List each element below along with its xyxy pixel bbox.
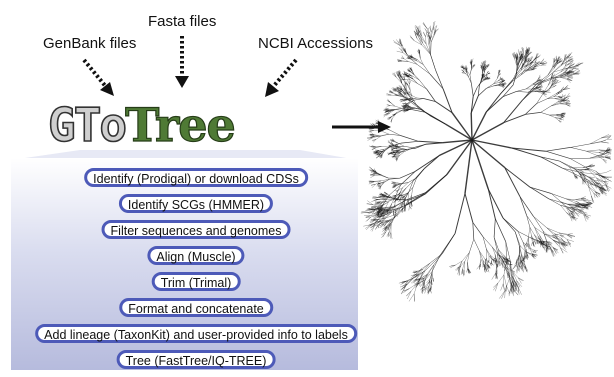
pipeline-step: Filter sequences and genomes bbox=[102, 220, 291, 239]
phylogenetic-tree-drawing bbox=[340, 0, 614, 372]
logo-text-gto: GTo bbox=[48, 100, 125, 150]
pipeline-step: Format and concatenate bbox=[119, 298, 273, 317]
fasta-dotted-arrow bbox=[175, 36, 189, 88]
pipeline-step: Identify (Prodigal) or download CDSs bbox=[84, 168, 308, 187]
gtotree-logo: GTo Tree bbox=[48, 100, 235, 150]
pipeline-step: Add lineage (TaxonKit) and user-provided… bbox=[35, 324, 357, 343]
pipeline-step: Align (Muscle) bbox=[147, 246, 244, 265]
logo-text-tree: Tree bbox=[125, 100, 235, 150]
genbank-dotted-arrow bbox=[84, 60, 114, 96]
pipeline-step: Identify SCGs (HMMER) bbox=[119, 194, 273, 213]
ncbi-dotted-arrow bbox=[265, 60, 296, 97]
pipeline-step: Tree (FastTree/IQ-TREE) bbox=[117, 350, 276, 369]
pipeline-step: Trim (Trimal) bbox=[152, 272, 241, 291]
phylogenetic-tree bbox=[340, 0, 614, 372]
